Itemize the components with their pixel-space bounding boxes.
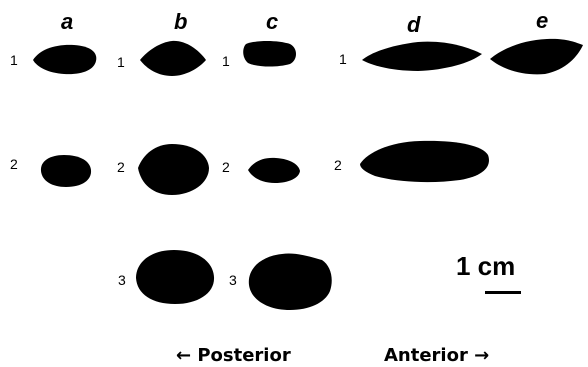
column-label-c: c	[266, 9, 278, 34]
row-number-a1: 1	[10, 52, 18, 68]
section-c3-shape	[249, 254, 332, 310]
section-e1-shape	[490, 39, 583, 74]
row-number-a2: 2	[10, 156, 18, 172]
row-number-d2: 2	[334, 157, 342, 173]
row-number-c3: 3	[229, 272, 237, 288]
scale-bar	[485, 291, 521, 294]
column-label-a: a	[61, 9, 73, 34]
section-c1-shape	[243, 41, 296, 67]
column-label-e: e	[536, 8, 548, 33]
section-a2-shape	[41, 155, 91, 187]
column-label-d: d	[407, 12, 421, 37]
section-d2-shape	[360, 141, 489, 182]
section-b3-shape	[136, 250, 214, 304]
row-number-d1: 1	[339, 51, 347, 67]
row-number-b2: 2	[117, 159, 125, 175]
anterior-label: Anterior →	[384, 345, 489, 366]
row-number-c1: 1	[222, 53, 230, 69]
section-b1-shape	[140, 41, 206, 76]
column-label-b: b	[174, 9, 187, 34]
posterior-label: ← Posterior	[176, 345, 291, 366]
section-a1-shape	[33, 45, 96, 74]
row-number-b1: 1	[117, 54, 125, 70]
scale-bar-label: 1 cm	[456, 251, 515, 281]
row-number-c2: 2	[222, 159, 230, 175]
section-d1-shape	[362, 42, 482, 71]
section-c2-shape	[248, 158, 300, 183]
section-b2-shape	[138, 144, 209, 195]
row-number-b3: 3	[118, 272, 126, 288]
